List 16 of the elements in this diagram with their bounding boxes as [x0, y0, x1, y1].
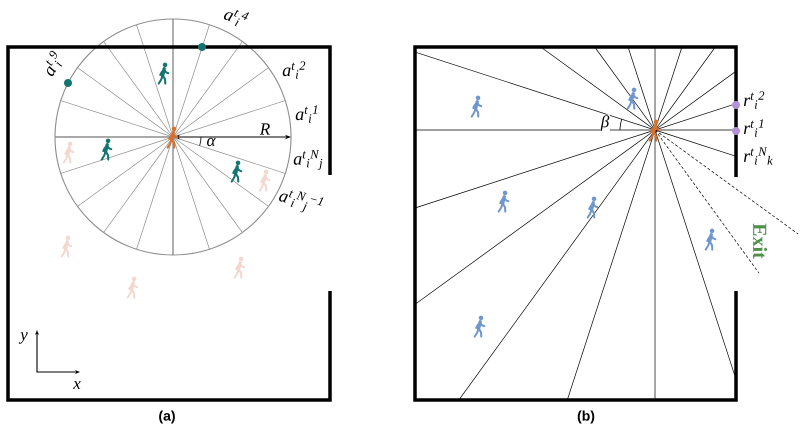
sector-label: a$^{t}$i4: [224, 10, 250, 26]
ray-label: r$^{t}$i1: [744, 119, 764, 137]
angle-label: α: [207, 138, 216, 146]
sector-label: a$^{t}$iNj−1: [279, 190, 324, 212]
sector-label: a$^{t}$i2: [282, 61, 306, 79]
sector-label: a$^{t}$i1: [296, 105, 318, 123]
angle-label: β: [600, 114, 610, 132]
exit-label: Exit: [752, 224, 768, 259]
axis-label: x: [73, 381, 81, 389]
ray-label: r$^{t}$iNk: [744, 147, 773, 165]
panel-caption: (b): [578, 410, 594, 424]
axis-label: y: [18, 332, 28, 344]
radius-label: R: [260, 123, 270, 135]
ray-label: r$^{t}$i2: [744, 91, 764, 109]
sector-label: a$^{t}$iNj: [294, 150, 322, 170]
panel-caption: (a): [159, 410, 175, 424]
